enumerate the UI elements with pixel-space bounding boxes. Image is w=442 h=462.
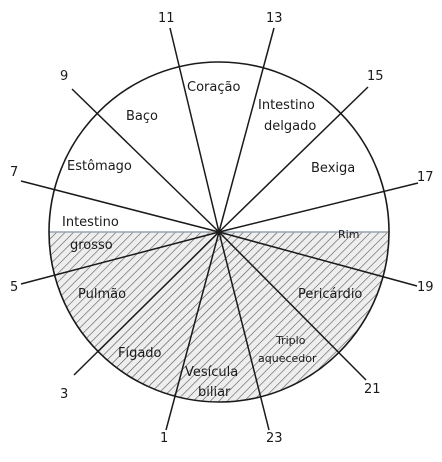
organ-label-vesicula-biliar-line2: biliar xyxy=(198,385,231,400)
spokes xyxy=(20,27,419,431)
spoke-19 xyxy=(218,231,418,287)
hour-label-1: 1 xyxy=(160,431,168,446)
spoke-15 xyxy=(218,86,369,233)
spoke-1 xyxy=(165,231,220,431)
organ-label-triplo-aquecedor-line1: Triplo xyxy=(275,334,306,347)
hour-label-9: 9 xyxy=(60,69,68,84)
hour-label-15: 15 xyxy=(367,69,384,84)
hour-label-13: 13 xyxy=(266,11,283,26)
hour-label-21: 21 xyxy=(364,382,381,397)
spoke-5 xyxy=(20,231,220,285)
organ-label-estomago: Estômago xyxy=(67,159,132,174)
organ-label-intestino-grosso-line2: grosso xyxy=(70,238,113,253)
hour-labels: 11 13 15 17 19 21 23 1 3 5 7 9 xyxy=(10,11,434,446)
organ-label-coracao: Coração xyxy=(187,80,240,95)
organ-labels: Coração Intestino delgado Bexiga Rim Per… xyxy=(62,80,362,400)
spoke-13 xyxy=(218,27,275,233)
spoke-7 xyxy=(20,180,220,233)
organ-label-figado: Fígado xyxy=(118,346,162,361)
organ-label-pericardio: Pericárdio xyxy=(298,287,362,302)
organ-label-intestino-grosso-line1: Intestino xyxy=(62,215,119,230)
organ-label-bexiga: Bexiga xyxy=(311,161,355,176)
hour-label-3: 3 xyxy=(60,387,68,402)
organ-label-intestino-delgado-line2: delgado xyxy=(264,119,316,134)
spoke-3 xyxy=(73,231,220,376)
hour-label-7: 7 xyxy=(10,165,18,180)
organ-label-baco: Baço xyxy=(126,109,158,124)
spoke-23 xyxy=(218,231,270,431)
hour-label-17: 17 xyxy=(417,170,434,185)
hour-label-11: 11 xyxy=(158,11,175,26)
organ-label-vesicula-biliar-line1: Vesícula xyxy=(185,365,238,380)
spoke-11 xyxy=(169,27,220,233)
organ-label-rim: Rim xyxy=(338,228,359,241)
organ-label-triplo-aquecedor-line2: aquecedor xyxy=(258,352,317,365)
clock-circle xyxy=(48,61,390,403)
spoke-9 xyxy=(71,88,220,233)
spoke-17 xyxy=(218,182,419,233)
hour-label-23: 23 xyxy=(266,431,283,446)
shaded-night-half xyxy=(49,232,389,402)
organ-label-intestino-delgado-line1: Intestino xyxy=(258,98,315,113)
hour-label-19: 19 xyxy=(417,280,434,295)
organ-label-pulmao: Pulmão xyxy=(78,287,126,302)
hour-label-5: 5 xyxy=(10,280,18,295)
spoke-21 xyxy=(218,231,367,381)
